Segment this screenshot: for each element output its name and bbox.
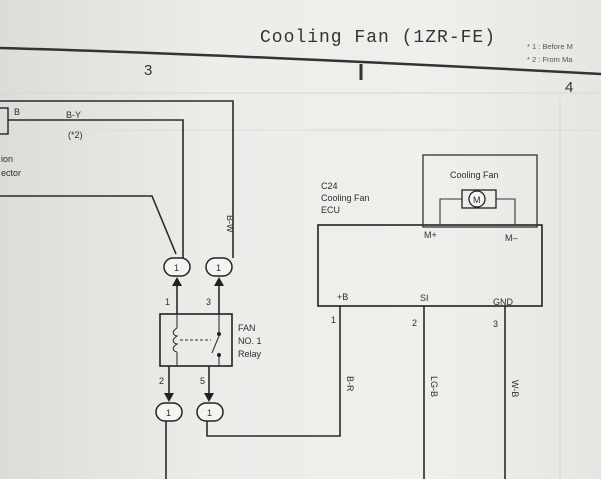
ecu-terminal-plus-b: +B [337,292,348,302]
junction-connector-upper-left [163,257,191,277]
fan-relay-box [159,313,233,367]
wire-label-b-w: B-W [225,215,235,233]
ecu-terminal-gnd: GND [493,297,514,307]
ecu-label-2: ECU [321,205,340,215]
ecu-pin-3: 3 [493,319,498,329]
relay-pin-5: 5 [200,376,205,386]
relay-switch [211,335,220,354]
junction-number: 1 [174,263,179,273]
junction-number: 1 [207,408,212,418]
relay-pin-2: 2 [159,376,164,386]
left-connector-label-1: ion [1,154,13,164]
ecu-terminal-si: SI [420,293,429,303]
column-number-3: 3 [144,62,152,79]
wire-b-r [206,306,341,437]
wire-b-w [0,100,234,258]
junction-number: 1 [216,263,221,273]
wire-label-b-r: B-R [345,376,355,392]
page-title: Cooling Fan (1ZR-FE) [260,28,496,48]
ecu-pin-1: 1 [331,315,336,325]
relay-label-3: Relay [238,349,262,359]
wire-left-lower [0,195,177,255]
motor-symbol: M [473,195,481,205]
relay-pin-1: 1 [165,297,170,307]
note-1: * 1 : Before M [527,42,573,51]
column-number-4: 4 [565,79,573,96]
relay-coil [172,327,179,353]
relay-label-2: NO. 1 [238,336,262,346]
motor-label: Cooling Fan [450,170,499,180]
relay-label-1: FAN [238,323,256,333]
cooling-fan-ecu-box [317,224,543,307]
ecu-pin-2: 2 [412,318,417,328]
cooling-fan-motor-box [422,154,538,228]
ecu-code: C24 [321,181,338,191]
left-connector-pin: B [14,107,20,117]
ecu-label-1: Cooling Fan [321,193,370,203]
junction-connector-lower-left [155,402,183,422]
ecu-terminal-m-minus: M– [505,233,518,243]
junction-connector-lower-right [196,402,224,422]
wire-label-b-y-note: (*2) [68,130,83,140]
wire-label-lg-b: LG-B [429,376,439,397]
wire-b-y [8,119,184,258]
junction-connector-upper-right [205,257,233,277]
left-connector [0,107,9,135]
note-2: * 2 : From Ma [527,55,573,64]
left-connector-label-2: ector [1,168,21,178]
junction-number: 1 [166,408,171,418]
ecu-terminal-m-plus: M+ [424,230,437,240]
motor-icon [468,190,486,208]
wire-label-b-y: B-Y [66,110,81,120]
wire-label-w-b: W-B [510,380,520,397]
relay-pin-3: 3 [206,297,211,307]
